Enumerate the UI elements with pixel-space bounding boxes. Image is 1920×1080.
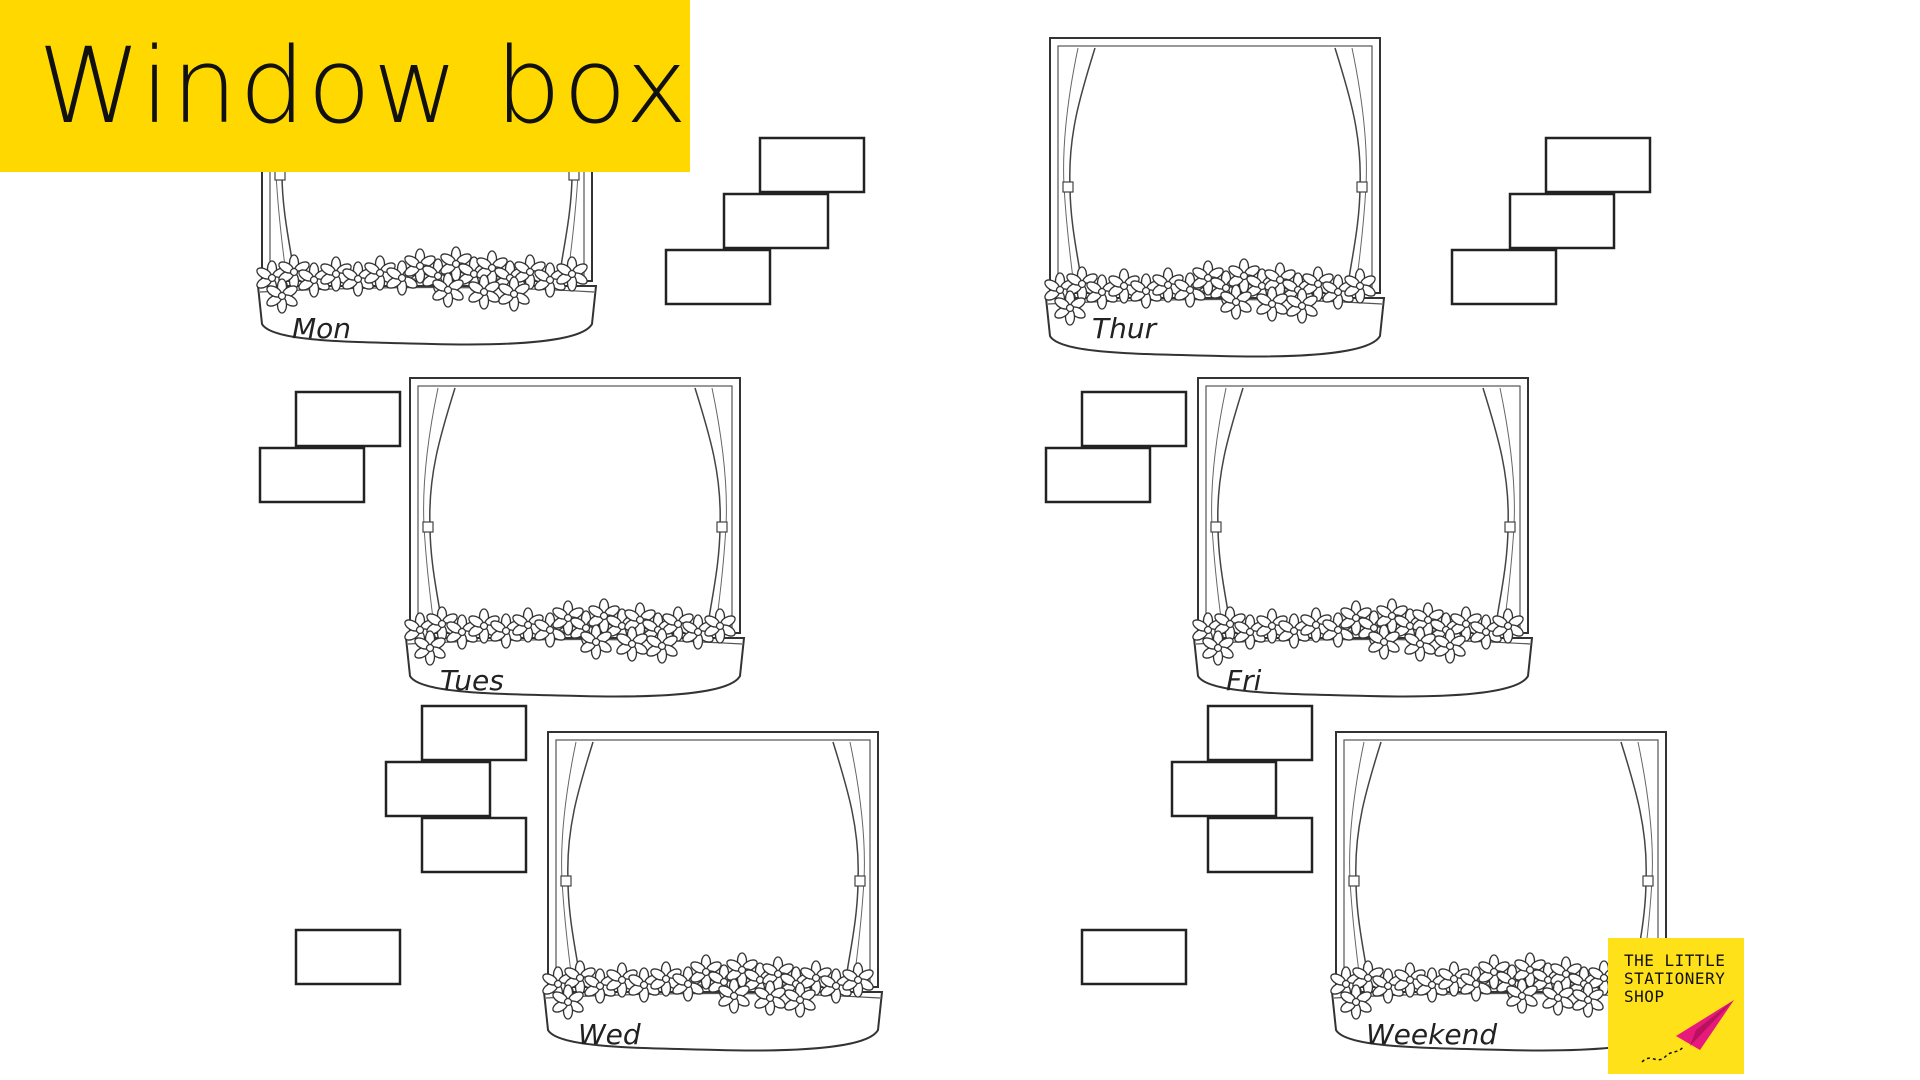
bricks-group-6 bbox=[1080, 704, 1314, 986]
window-thur bbox=[1043, 38, 1384, 356]
day-label-mon: Mon bbox=[292, 312, 351, 345]
title-banner: Window box bbox=[0, 0, 690, 172]
bricks-group-2 bbox=[258, 390, 402, 504]
day-label-wed: Wed bbox=[578, 1018, 641, 1051]
day-label-tues: Tues bbox=[440, 664, 504, 697]
bricks-group-5 bbox=[1044, 390, 1188, 504]
paper-plane-icon bbox=[1641, 1000, 1734, 1063]
day-label-weekend: Weekend bbox=[1366, 1018, 1497, 1051]
bricks-group-1 bbox=[664, 136, 866, 306]
logo-line-2: STATIONERY bbox=[1624, 969, 1726, 988]
page-title: Window box bbox=[38, 25, 690, 147]
bricks-group-3 bbox=[294, 704, 528, 986]
window-fri bbox=[1191, 378, 1532, 696]
window-tues bbox=[403, 378, 744, 696]
logo-line-3: SHOP bbox=[1624, 987, 1665, 1006]
window-wed bbox=[541, 732, 882, 1050]
day-label-fri: Fri bbox=[1226, 664, 1262, 697]
shop-logo: THE LITTLE STATIONERY SHOP bbox=[1608, 938, 1744, 1074]
bricks-group-4 bbox=[1450, 136, 1652, 306]
logo-line-1: THE LITTLE bbox=[1624, 951, 1726, 970]
day-label-thur: Thur bbox=[1092, 312, 1158, 345]
